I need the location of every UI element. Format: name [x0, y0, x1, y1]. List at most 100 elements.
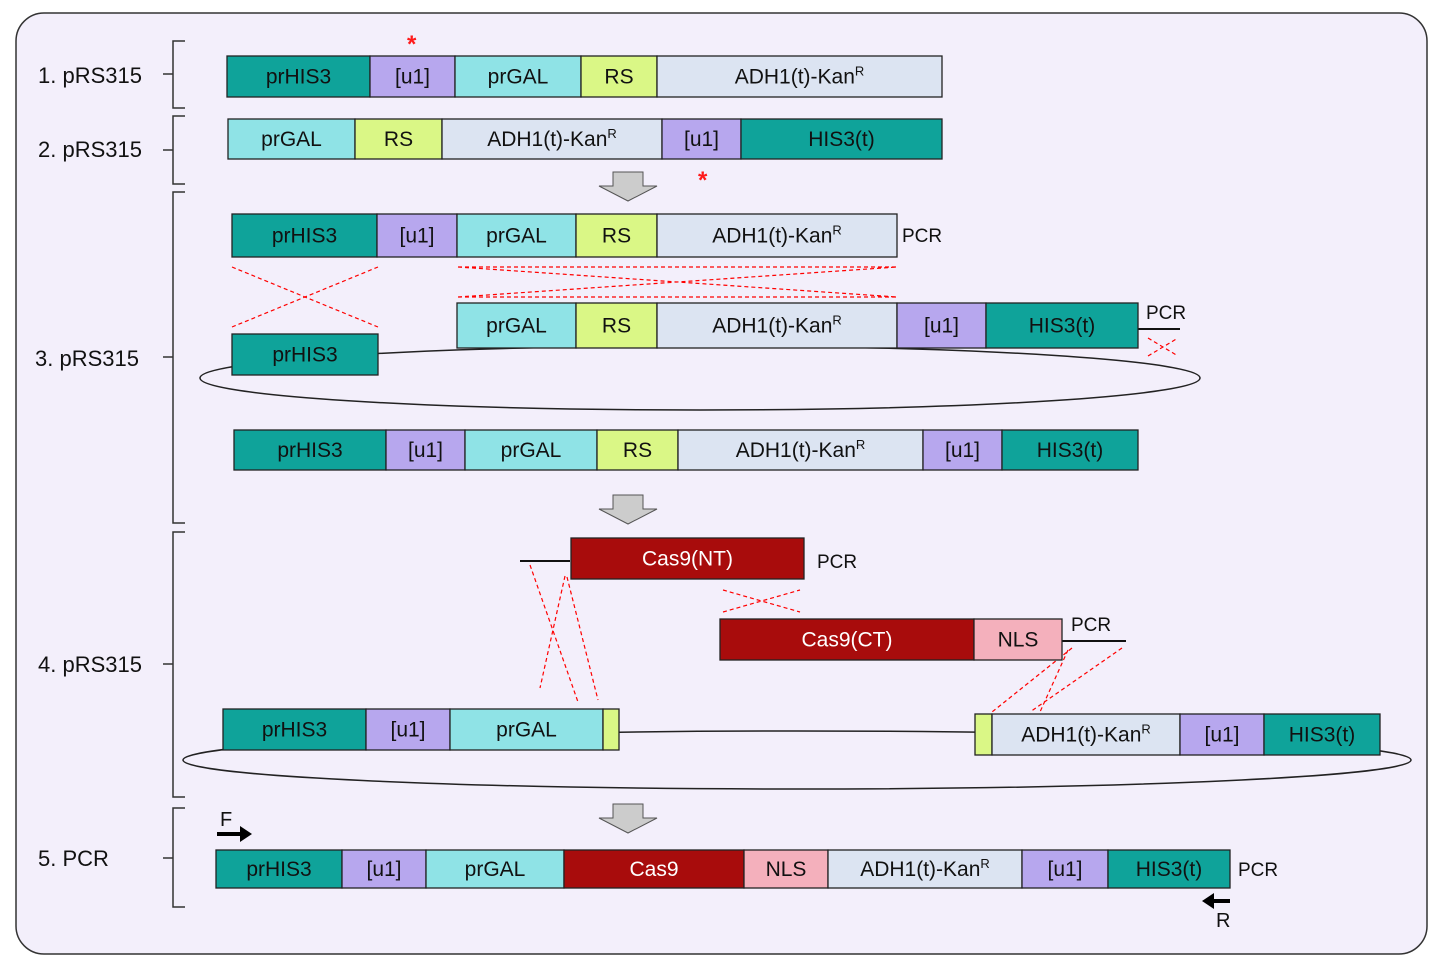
- segment-label: [u1]: [1047, 858, 1082, 881]
- segment-prgal: [425, 849, 565, 889]
- segment-his3t: [1263, 713, 1381, 756]
- segment-prgal: [464, 429, 598, 471]
- segment-rss: [974, 713, 993, 756]
- segment-his3t: [1001, 429, 1139, 471]
- segment-cas: [563, 849, 745, 889]
- forward-primer-label: F: [220, 809, 232, 831]
- segment-label: [u1]: [408, 439, 443, 462]
- segment-rs: [580, 55, 658, 98]
- segment-u1: [385, 429, 466, 471]
- segment-prgal: [456, 302, 577, 349]
- mutation-asterisk: *: [407, 31, 417, 58]
- segment-label: prGAL: [496, 719, 557, 742]
- segment-label: ADH1(t)-KanR: [712, 223, 842, 248]
- segment-label: HIS3(t): [1136, 858, 1203, 881]
- segment-label: HIS3(t): [1029, 315, 1096, 338]
- segment-label: ADH1(t)-KanR: [1021, 722, 1151, 747]
- pcr-label: PCR: [1146, 303, 1186, 324]
- segment-label: HIS3(t): [1289, 724, 1356, 747]
- segment-rs: [596, 429, 679, 471]
- segment-adh: [656, 55, 943, 98]
- segment-u1: [369, 55, 456, 98]
- segment-label: [u1]: [390, 719, 425, 742]
- segment-label: prGAL: [261, 128, 322, 151]
- segment-label: HIS3(t): [808, 128, 875, 151]
- section-braces: [163, 40, 185, 908]
- segment-label: prHIS3: [272, 225, 337, 248]
- segment-label: prGAL: [488, 66, 549, 89]
- segment-prhis3: [226, 55, 371, 98]
- segment-label: RS: [623, 439, 652, 462]
- segment-u1: [376, 213, 458, 258]
- pcr-label: PCR: [902, 226, 942, 247]
- segment-his3t: [1107, 849, 1231, 889]
- segment-label: ADH1(t)-KanR: [712, 313, 842, 338]
- segment-label: ADH1(t)-KanR: [735, 64, 865, 89]
- segment-label: [u1]: [684, 128, 719, 151]
- segment-prhis3: [222, 708, 367, 751]
- segment-rs: [354, 118, 443, 160]
- reverse-primer-label: R: [1216, 910, 1230, 932]
- segment-label: [u1]: [399, 225, 434, 248]
- segment-rs: [575, 213, 658, 258]
- segment-prhis3: [231, 333, 379, 376]
- segment-his3t: [740, 118, 943, 160]
- step-arrows: [598, 171, 658, 834]
- segment-u1: [896, 302, 987, 349]
- segment-label: HIS3(t): [1037, 439, 1104, 462]
- segment-his3t: [985, 302, 1139, 349]
- segment-label: Cas9(CT): [801, 629, 892, 652]
- left-arrow-icon: [1202, 893, 1230, 909]
- segment-adh: [991, 713, 1181, 756]
- segment-label: prGAL: [486, 315, 547, 338]
- segment-adh: [656, 213, 898, 258]
- pcr-label: PCR: [1238, 860, 1278, 881]
- pcr-label: PCR: [1071, 615, 1111, 636]
- segment-label: [u1]: [1204, 724, 1239, 747]
- segment-label: prGAL: [501, 439, 562, 462]
- right-arrow-icon: [217, 826, 252, 842]
- plasmid-ellipse: [182, 730, 1412, 790]
- segment-label: prGAL: [486, 225, 547, 248]
- segment-label: ADH1(t)-KanR: [860, 856, 990, 881]
- row-label-5: 5. PCR: [38, 846, 109, 871]
- down-arrow-icon: [598, 494, 658, 525]
- segment-label: prGAL: [465, 858, 526, 881]
- segment-rss: [602, 708, 620, 751]
- segment-prhis3: [215, 849, 343, 889]
- segment-label: [u1]: [395, 66, 430, 89]
- segment-adh: [441, 118, 663, 160]
- segment-nt: [570, 537, 805, 580]
- segment-rs: [575, 302, 658, 349]
- segment-label: NLS: [998, 629, 1039, 652]
- row-label-3: 3. pRS315: [35, 346, 139, 371]
- segment-prgal: [456, 213, 577, 258]
- segment-u1: [661, 118, 742, 160]
- segment-prhis3: [231, 213, 378, 258]
- segment-label: ADH1(t)-KanR: [487, 126, 617, 151]
- segment-label: prHIS3: [277, 439, 342, 462]
- segment-prhis3: [233, 429, 387, 471]
- segment-adh: [656, 302, 898, 349]
- segment-prgal: [449, 708, 604, 751]
- segment-label: Cas9: [629, 858, 678, 881]
- segment-adh: [827, 849, 1023, 889]
- segment-label: prHIS3: [246, 858, 311, 881]
- row-label-1: 1. pRS315: [38, 63, 142, 88]
- segment-label: prHIS3: [272, 344, 337, 367]
- segment-label: RS: [604, 66, 633, 89]
- segment-label: [u1]: [945, 439, 980, 462]
- down-arrow-icon: [598, 803, 658, 834]
- segment-u1: [365, 708, 451, 751]
- pcr-label: PCR: [817, 552, 857, 573]
- construct-bars: prHIS3 [u1] prGAL RS ADH1(t)-KanR prGAL RS ADH1…: [215, 55, 1381, 889]
- row-label-4: 4. pRS315: [38, 652, 142, 677]
- flanking-lines: [520, 328, 1180, 642]
- segment-label: [u1]: [924, 315, 959, 338]
- segment-ct: [719, 618, 975, 661]
- segment-label: RS: [602, 315, 631, 338]
- mutation-asterisk: *: [698, 167, 708, 194]
- segment-u1: [922, 429, 1003, 471]
